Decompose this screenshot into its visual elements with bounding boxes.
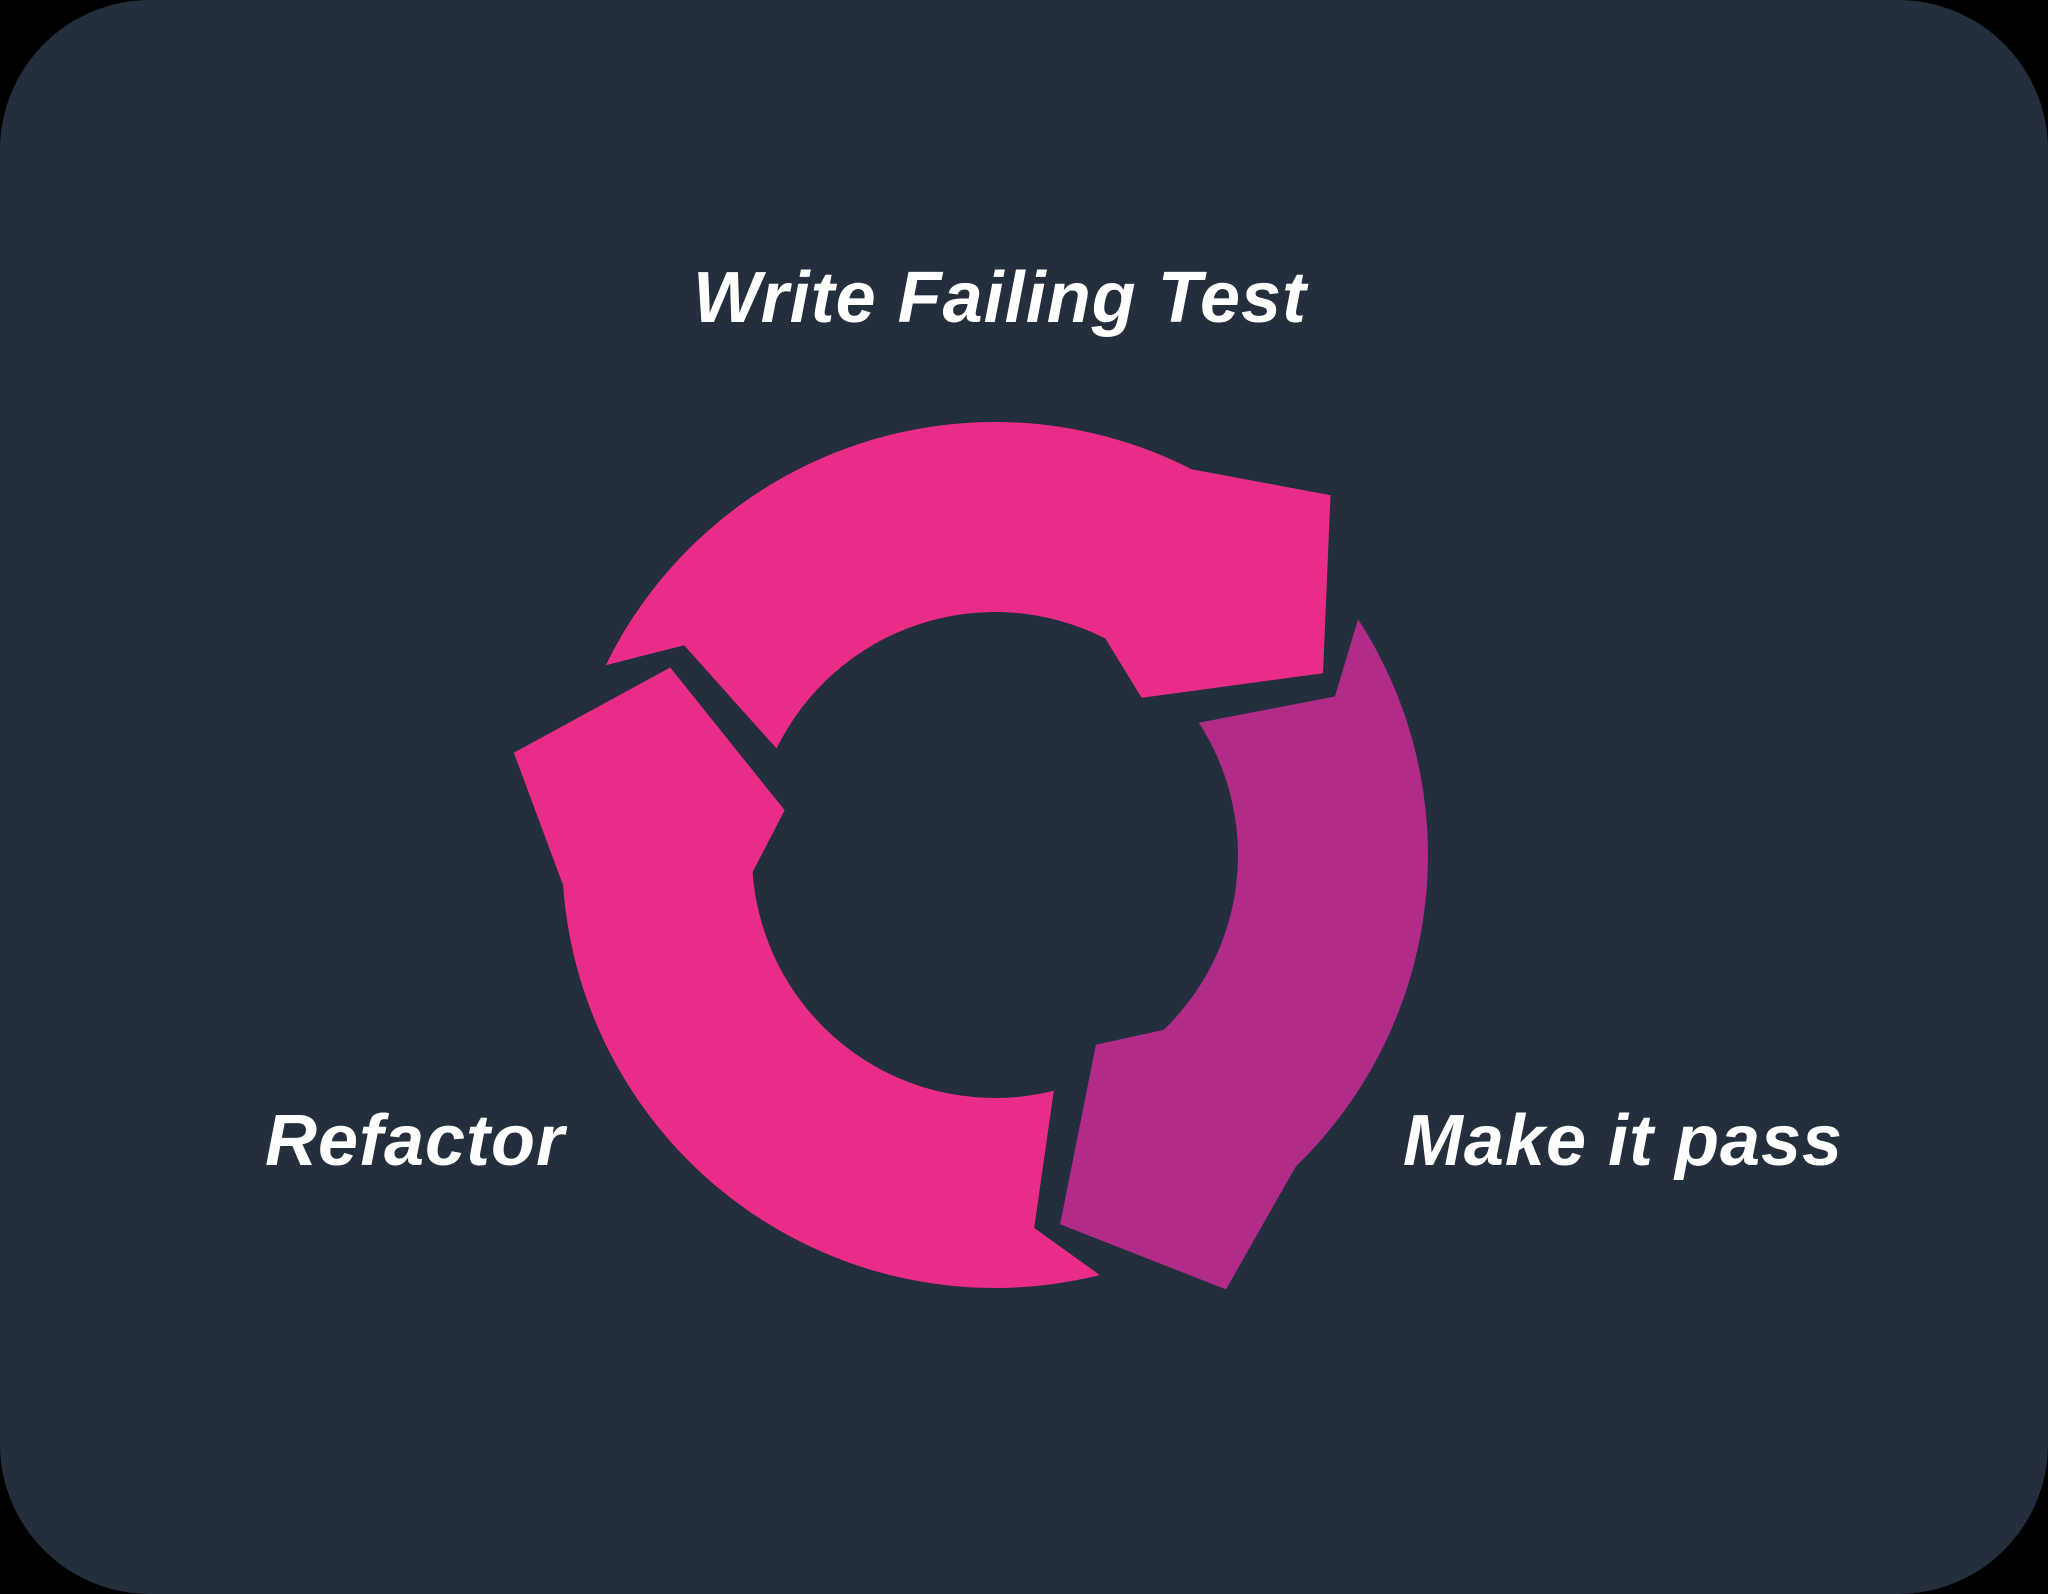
label-make-it-pass: Make it pass: [1403, 1101, 1843, 1181]
cycle-arrow-write-failing-test: [605, 421, 1331, 749]
cycle-arrow-make-it-pass: [1060, 619, 1428, 1290]
label-refactor: Refactor: [265, 1101, 568, 1181]
cycle-arrow-refactor: [513, 667, 1100, 1288]
label-write-failing-test: Write Failing Test: [693, 258, 1309, 338]
